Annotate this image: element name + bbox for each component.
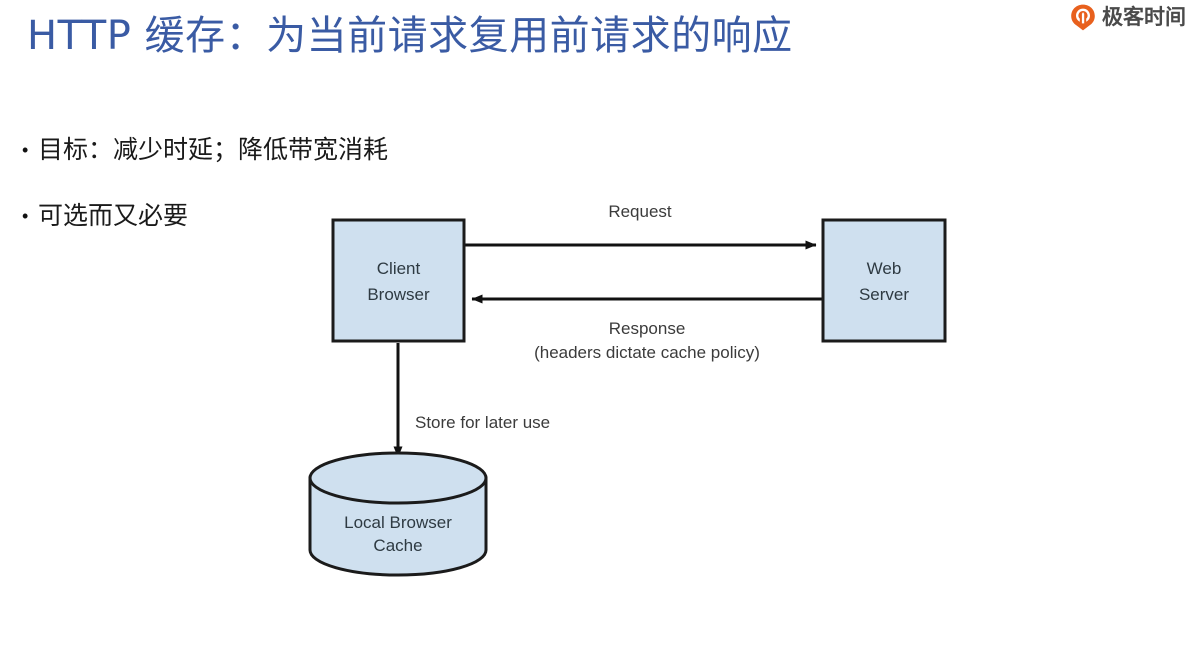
bullet-marker: • — [22, 140, 29, 160]
brand-logo: 极客时间 — [1070, 4, 1186, 31]
edge-request: Request — [465, 202, 817, 250]
node-client-browser: Client Browser — [331, 218, 466, 343]
page-title: HTTP 缓存：为当前请求复用前请求的响应 — [27, 13, 793, 59]
edge-response-label: Response — [609, 319, 686, 338]
edge-request-label: Request — [608, 202, 672, 221]
bullet-text: 可选而又必要 — [38, 201, 189, 230]
node-web-server-line1: Web — [867, 259, 902, 278]
node-client-browser-line1: Client — [377, 259, 421, 278]
node-local-browser-cache: Local Browser Cache — [308, 451, 488, 577]
node-client-browser-line2: Browser — [367, 285, 430, 304]
list-item: • 可选而又必要 — [22, 200, 542, 232]
geektime-pin-icon — [1070, 4, 1096, 31]
bullet-marker: • — [22, 206, 29, 226]
node-cache-line1: Local Browser — [344, 513, 452, 532]
node-web-server-line2: Server — [859, 285, 909, 304]
edge-response-sublabel: (headers dictate cache policy) — [534, 343, 760, 362]
edge-response: Response (headers dictate cache policy) — [471, 294, 823, 362]
brand-name: 极客时间 — [1102, 5, 1186, 29]
bullet-list: • 目标：减少时延；降低带宽消耗 • 可选而又必要 — [22, 134, 542, 266]
bullet-text: 目标：减少时延；降低带宽消耗 — [38, 135, 389, 164]
http-cache-diagram: Request Response (headers dictate cache … — [300, 195, 980, 595]
list-item: • 目标：减少时延；降低带宽消耗 — [22, 134, 542, 166]
edge-store-label: Store for later use — [415, 413, 550, 432]
edge-store: Store for later use — [393, 343, 550, 458]
node-cache-line2: Cache — [373, 536, 422, 555]
node-web-server: Web Server — [821, 218, 947, 343]
